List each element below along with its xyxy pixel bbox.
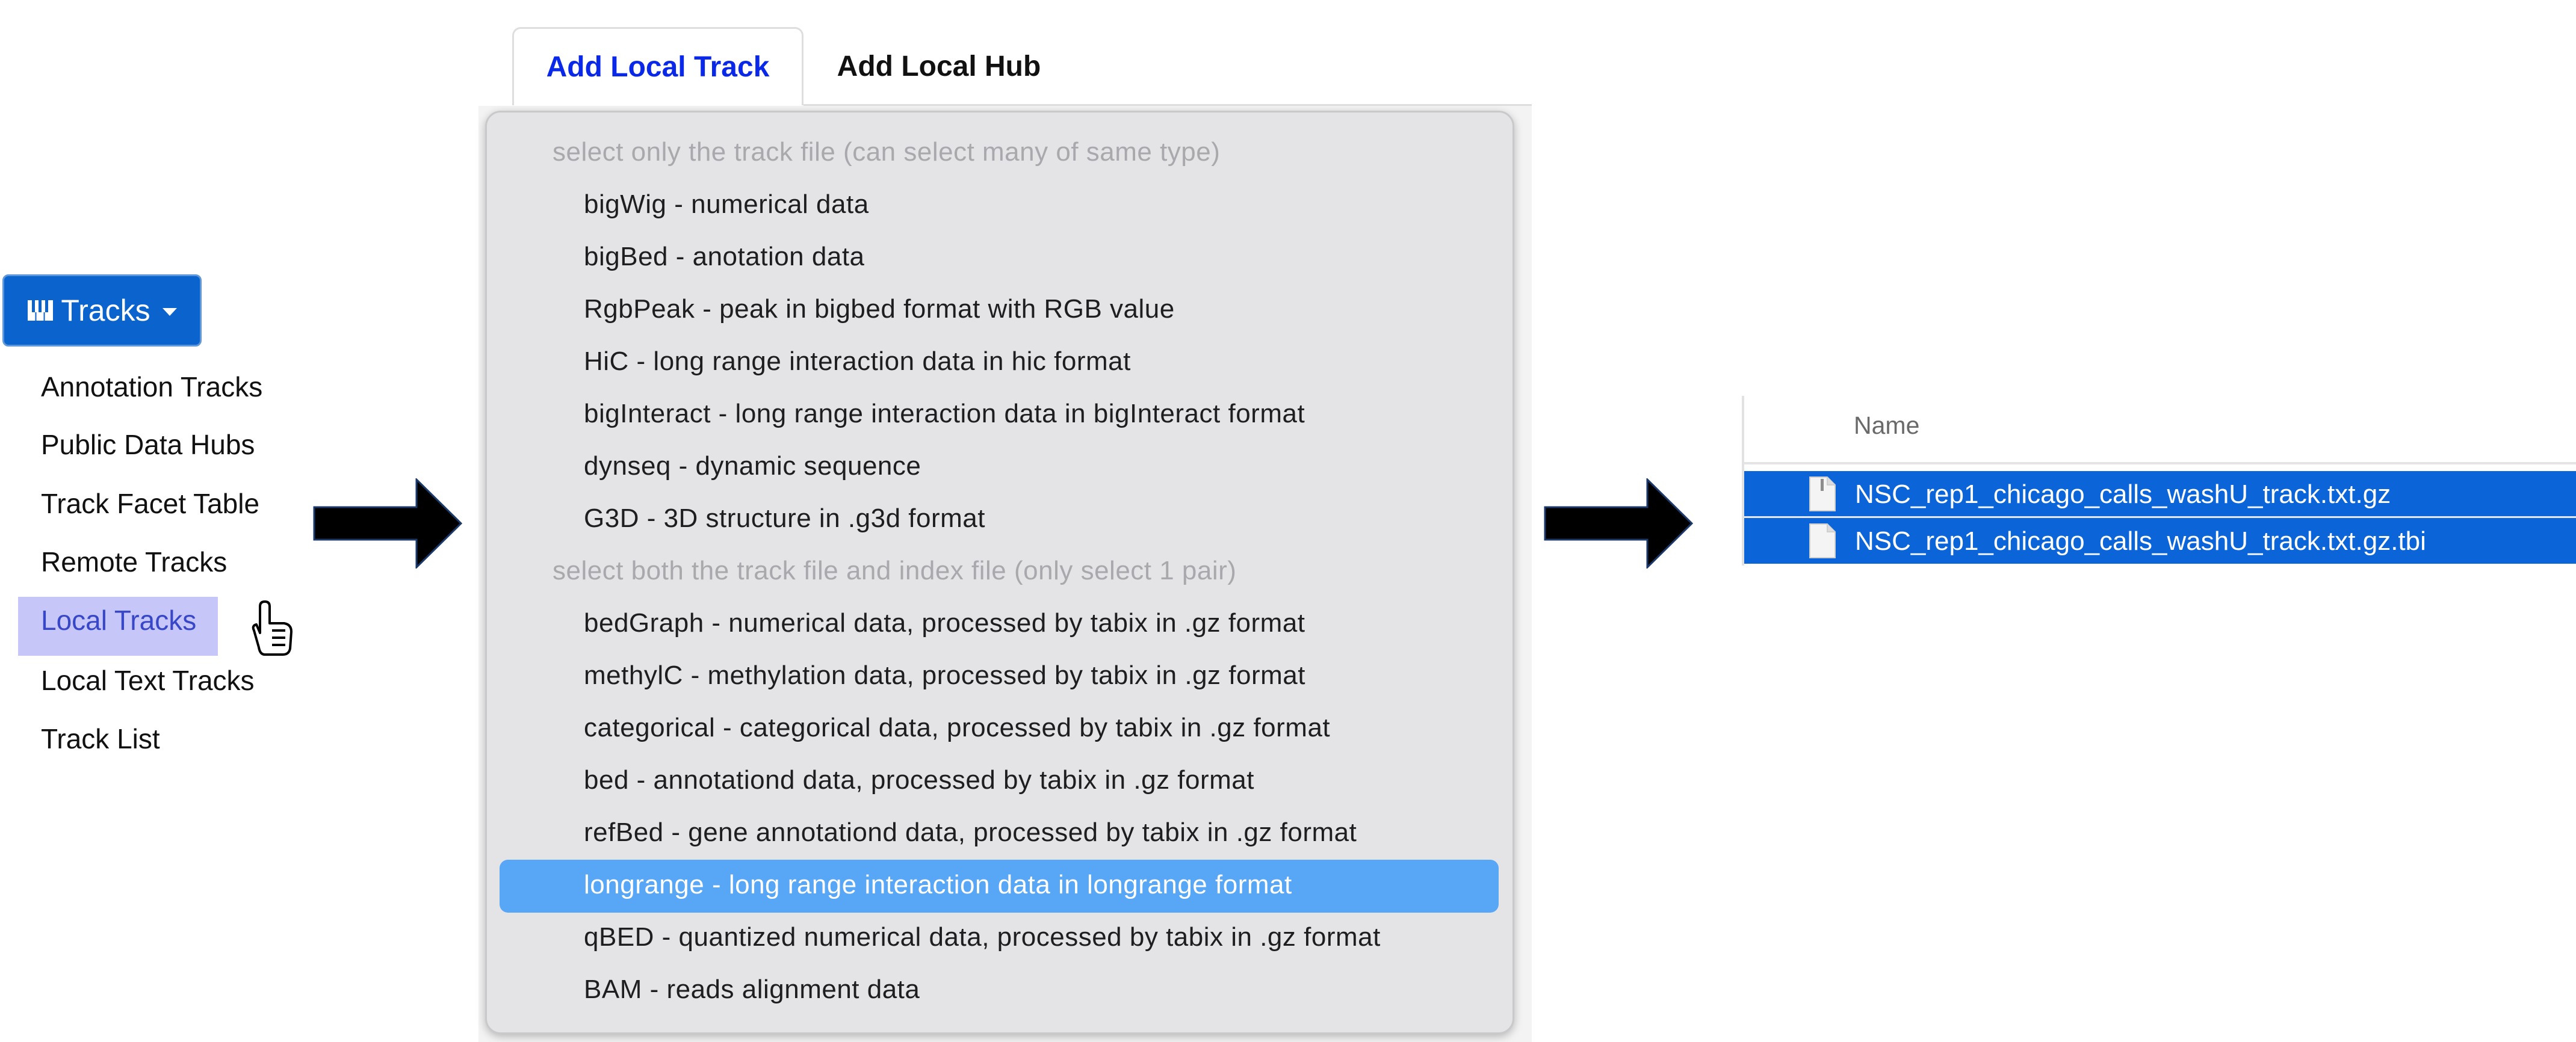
option-methylc[interactable]: methylC - methylation data, processed by… — [584, 661, 1305, 690]
option-group-label: select only the track file (can select m… — [553, 137, 1221, 167]
option-biginteract[interactable]: bigInteract - long range interaction dat… — [584, 399, 1305, 428]
file-name[interactable]: NSC_rep1_chicago_calls_washU_track.txt.g… — [1855, 479, 2391, 509]
hand-pointer-icon — [252, 600, 293, 656]
option-refbed[interactable]: refBed - gene annotationd data, processe… — [584, 818, 1357, 847]
tab-underline — [803, 104, 1532, 106]
option-bigwig[interactable]: bigWig - numerical data — [584, 190, 869, 219]
option-qbed[interactable]: qBED - quantized numerical data, process… — [584, 922, 1381, 952]
piano-icon — [28, 300, 54, 321]
option-categorical[interactable]: categorical - categorical data, processe… — [584, 713, 1331, 742]
tab-add-local-hub[interactable]: Add Local Hub — [837, 50, 1041, 82]
option-bigbed[interactable]: bigBed - anotation data — [584, 242, 865, 271]
option-bam[interactable]: BAM - reads alignment data — [584, 975, 920, 1004]
arrow-right-icon — [1544, 478, 1694, 569]
tracks-dropdown-button[interactable]: Tracks — [2, 274, 202, 347]
caret-down-icon — [162, 307, 177, 316]
menu-item-track-facet-table[interactable]: Track Facet Table — [41, 488, 260, 519]
menu-item-public-data-hubs[interactable]: Public Data Hubs — [41, 429, 255, 460]
tab-add-local-track[interactable]: Add Local Track — [512, 27, 803, 105]
active-item-highlight — [18, 597, 218, 656]
file-panel-border — [1742, 396, 1744, 566]
tracks-button-label: Tracks — [61, 294, 150, 327]
arrow-right-icon — [313, 478, 463, 569]
option-rgbpeak[interactable]: RgbPeak - peak in bigbed format with RGB… — [584, 294, 1175, 324]
option-group-label: select both the track file and index fil… — [553, 556, 1237, 585]
menu-item-local-text-tracks[interactable]: Local Text Tracks — [41, 665, 255, 696]
file-row[interactable] — [1744, 471, 2576, 517]
option-dynseq[interactable]: dynseq - dynamic sequence — [584, 451, 921, 481]
selected-option-highlight — [500, 860, 1499, 913]
option-bedgraph[interactable]: bedGraph - numerical data, processed by … — [584, 608, 1305, 638]
option-bed[interactable]: bed - annotationd data, processed by tab… — [584, 765, 1254, 795]
option-g3d[interactable]: G3D - 3D structure in .g3d format — [584, 504, 985, 533]
menu-item-annotation-tracks[interactable]: Annotation Tracks — [41, 371, 263, 402]
header-divider — [1744, 462, 2576, 464]
menu-item-local-tracks[interactable]: Local Tracks — [41, 605, 197, 636]
menu-item-track-list[interactable]: Track List — [41, 723, 160, 754]
file-icon — [1809, 523, 1836, 558]
row-divider — [1744, 516, 2576, 518]
option-longrange[interactable]: longrange - long range interaction data … — [584, 870, 1292, 899]
column-header-name[interactable]: Name — [1854, 412, 1920, 439]
option-hic[interactable]: HiC - long range interaction data in hic… — [584, 347, 1131, 376]
file-row[interactable] — [1744, 518, 2576, 564]
menu-item-remote-tracks[interactable]: Remote Tracks — [41, 546, 228, 578]
file-icon — [1809, 476, 1836, 511]
file-name[interactable]: NSC_rep1_chicago_calls_washU_track.txt.g… — [1855, 526, 2426, 556]
